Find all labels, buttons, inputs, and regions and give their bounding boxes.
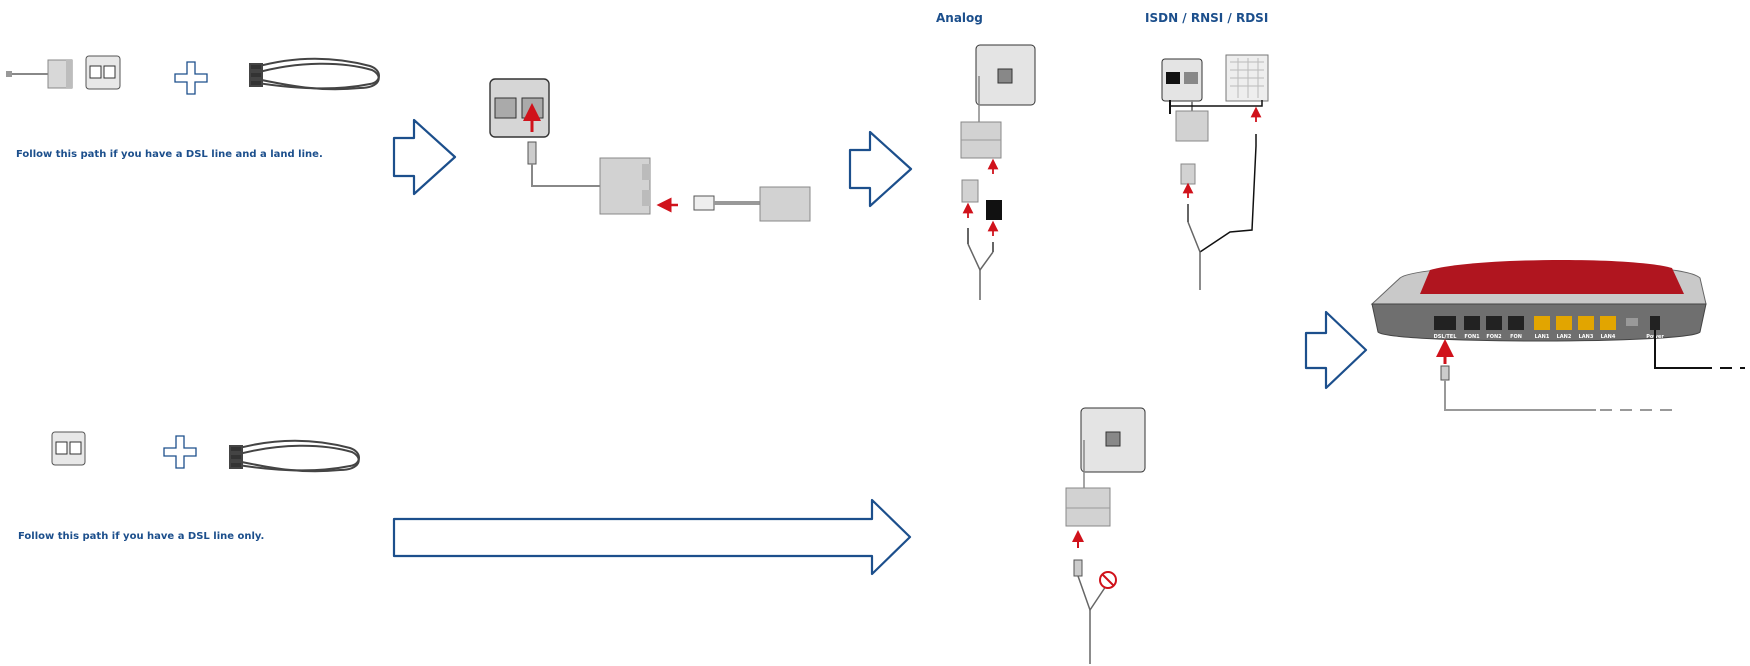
analog-heading: Analog xyxy=(936,11,983,25)
dual-socket-icon xyxy=(51,431,86,466)
landline-path-description: Follow this path if you have a DSL line … xyxy=(16,149,323,160)
analog-connection xyxy=(960,44,1036,300)
dsl-only-path-description: Follow this path if you have a DSL line … xyxy=(18,531,265,542)
step-arrow-long xyxy=(392,498,912,576)
router-port-label: LAN3 xyxy=(1579,334,1594,340)
router-port-label: LAN2 xyxy=(1557,334,1572,340)
dual-socket-icon xyxy=(85,55,121,90)
isdn-connection xyxy=(1161,54,1269,290)
no-phone-icon xyxy=(1099,571,1117,589)
splitter-cable-icon xyxy=(6,59,73,89)
step-arrow-2 xyxy=(848,130,913,208)
plus-icon xyxy=(174,61,208,95)
step-arrow-1 xyxy=(392,118,457,196)
dsl-only-connection xyxy=(1065,407,1146,664)
router-port-label: FON2 xyxy=(1486,334,1502,340)
step-arrow-3 xyxy=(1304,310,1368,390)
wall-socket-splitter-assembly xyxy=(489,78,811,222)
dsl-cable-bundle-icon xyxy=(249,57,380,91)
plus-icon xyxy=(163,435,197,469)
dsl-cable-bundle-icon xyxy=(229,439,360,473)
router-port-label: LAN1 xyxy=(1535,334,1550,340)
router-port-label: FON1 xyxy=(1464,334,1480,340)
router-port-label: DSL/TEL xyxy=(1434,334,1458,340)
isdn-heading: ISDN / RNSI / RDSI xyxy=(1145,11,1269,25)
router-port-label: LAN4 xyxy=(1601,334,1616,340)
router-port-label: FON xyxy=(1510,334,1522,340)
